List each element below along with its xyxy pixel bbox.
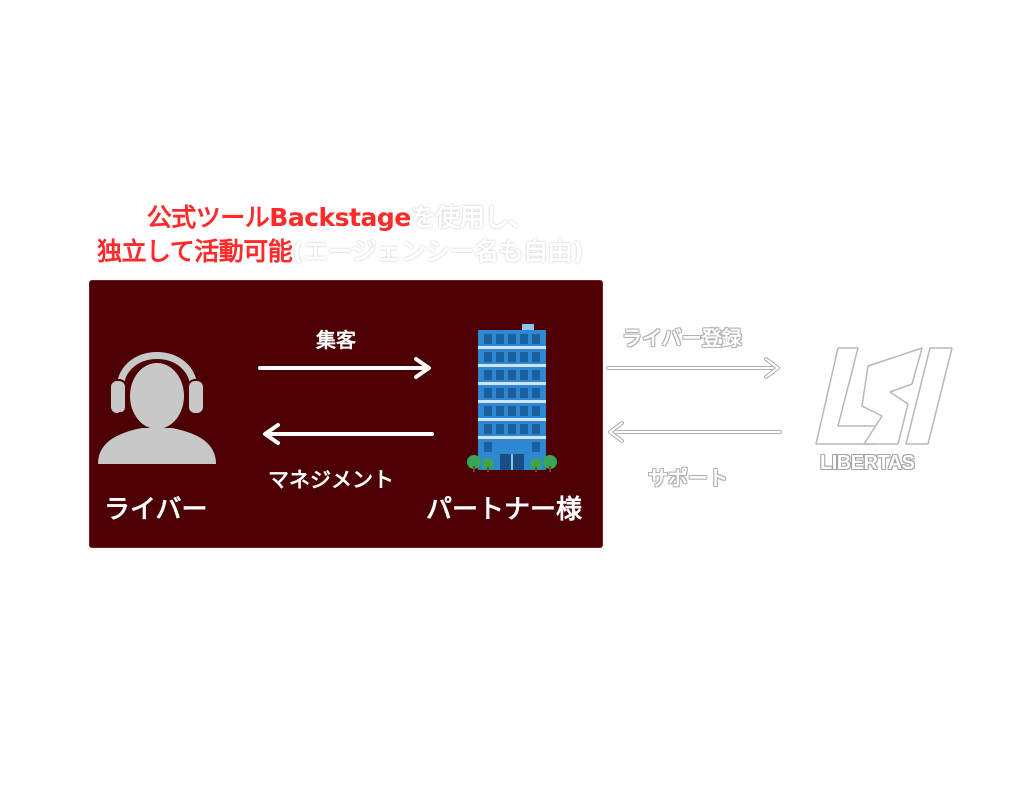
- registration-label: ライバー登録: [622, 326, 742, 350]
- partner-label: パートナー様: [426, 495, 583, 525]
- headset-person-icon: [98, 352, 216, 464]
- arrow-right-registration: [606, 357, 780, 379]
- headline-line-2-white: (エージェンシー名も自由): [292, 237, 584, 266]
- office-building-icon: [467, 324, 557, 472]
- arrow-left-support: [608, 421, 782, 443]
- headline-line-2: 独立して活動可能(エージェンシー名も自由): [40, 232, 640, 268]
- management-label: マネジメント: [268, 468, 394, 492]
- headline-line-1: 公式ツールBackstageを使用し、: [40, 198, 640, 234]
- liver-label: ライバー: [104, 495, 208, 525]
- support-label: サポート: [648, 466, 728, 490]
- libertas-logo: [815, 347, 953, 445]
- libertas-logo-text: LIBERTAS: [820, 452, 915, 474]
- collect-label: 集客: [316, 328, 356, 352]
- arrow-right-collect: [258, 357, 431, 379]
- headline-line-2-red: 独立して活動可能: [96, 237, 293, 266]
- arrow-left-management: [263, 423, 434, 445]
- headline-line-1-red: 公式ツールBackstage: [146, 203, 411, 232]
- headline-line-1-white: を使用し、: [410, 203, 534, 232]
